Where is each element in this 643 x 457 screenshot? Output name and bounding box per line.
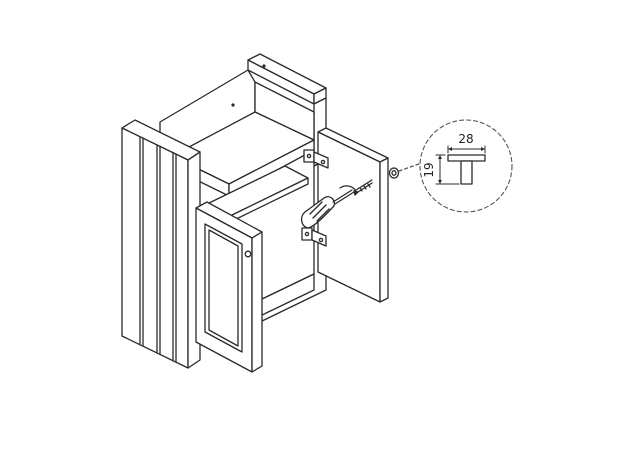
knob-icon — [244, 250, 252, 258]
back-panel — [247, 53, 327, 105]
knob-width-label: 28 — [458, 132, 473, 146]
screw-icon — [355, 179, 373, 193]
left-door — [195, 201, 263, 373]
dowel-hole — [262, 64, 266, 68]
knob-detail — [419, 119, 513, 213]
lower-hinge — [301, 227, 327, 247]
screwdriver-icon — [300, 185, 359, 229]
dowel-hole — [231, 103, 235, 107]
upper-hinge — [303, 149, 329, 169]
left-side-panel — [121, 119, 201, 369]
right-door — [317, 127, 389, 303]
knob-height-label: 19 — [422, 162, 436, 177]
knob-icon — [388, 167, 400, 179]
